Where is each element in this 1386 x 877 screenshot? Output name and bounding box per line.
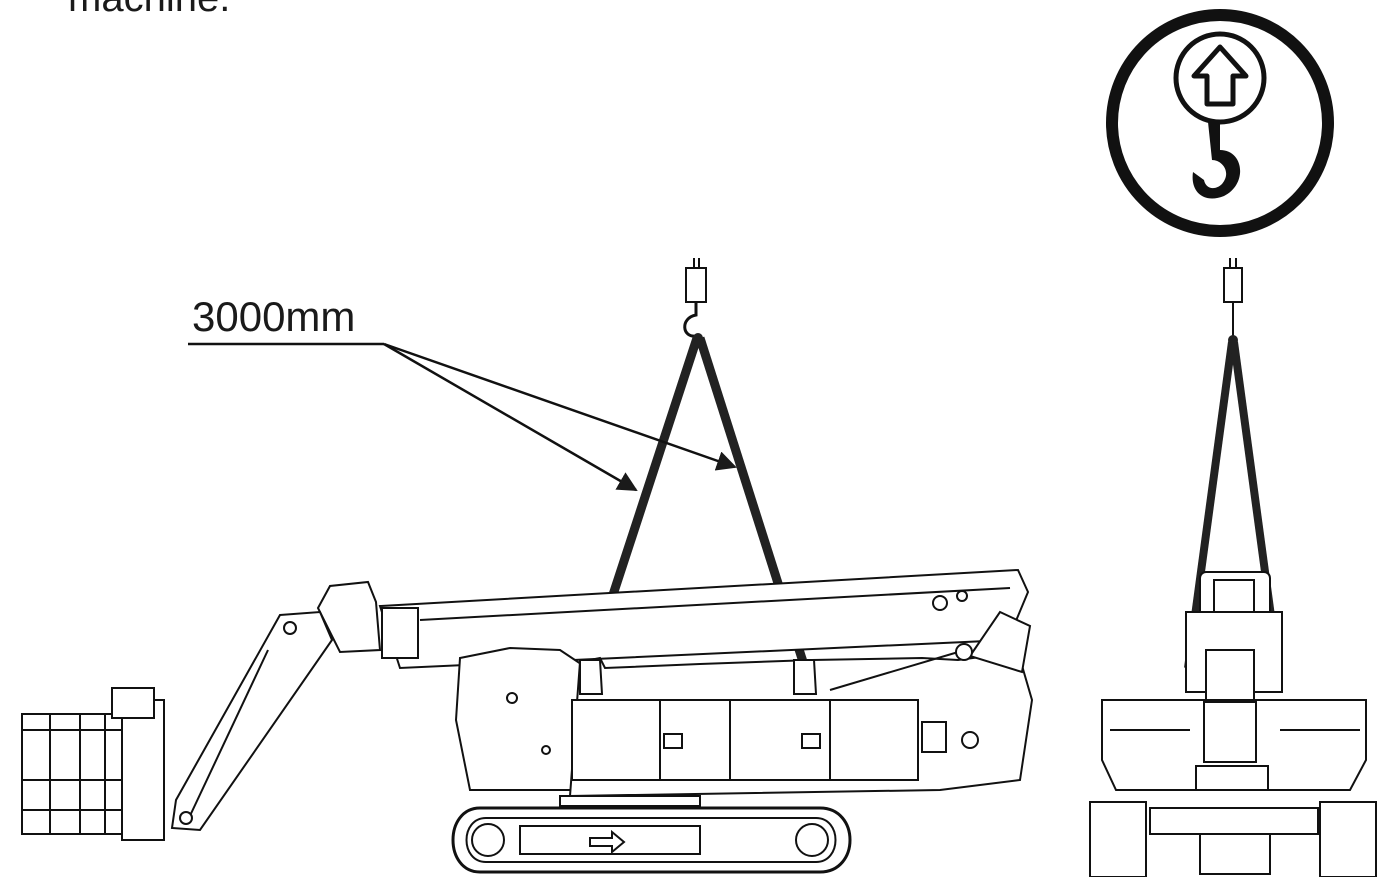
dimension-leader: [188, 342, 737, 492]
side-view-machine: [21, 568, 1034, 874]
sling-length-label: 3000mm: [192, 293, 356, 340]
lifting-hook-icon: [1106, 9, 1334, 237]
front-view-machine: [1089, 571, 1377, 877]
caption-text: machine.: [68, 0, 230, 18]
